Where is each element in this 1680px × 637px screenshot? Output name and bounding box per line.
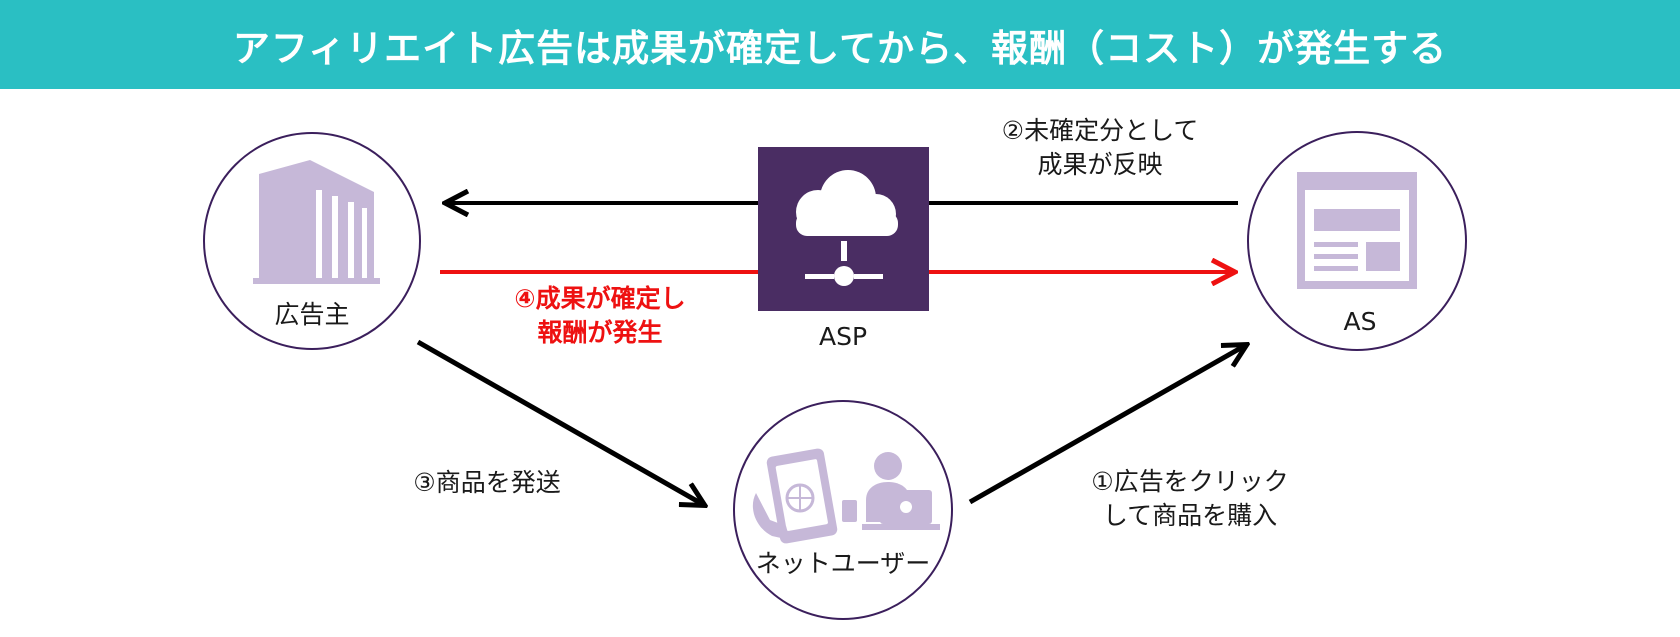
asp-node	[758, 147, 929, 311]
user-devices-icon	[752, 448, 940, 544]
header-banner: アフィリエイト広告は成果が確定してから、報酬（コスト）が発生する	[0, 0, 1680, 89]
page-title: アフィリエイト広告は成果が確定してから、報酬（コスト）が発生する	[232, 26, 1448, 70]
arrow-advertiser-to-user	[416, 339, 704, 505]
step4-label: ④成果が確定し 報酬が発生	[460, 282, 740, 350]
as-node	[1247, 131, 1467, 351]
step2-line1: ②未確定分として	[1001, 116, 1199, 145]
step3-line1: ③商品を発送	[413, 468, 561, 497]
step2-label: ②未確定分として 成果が反映	[960, 114, 1240, 182]
arrow-user-to-as	[968, 345, 1246, 505]
cloud-network-icon	[796, 170, 898, 286]
asp-label: ASP	[818, 322, 868, 351]
step4-line2: 報酬が発生	[537, 318, 663, 347]
as-label: AS	[1343, 307, 1377, 336]
user-label: ネットユーザー	[755, 549, 931, 578]
advertiser-node	[203, 132, 421, 350]
building-icon	[253, 160, 380, 284]
step2-line2: 成果が反映	[1037, 150, 1163, 179]
step1-line2: して商品を購入	[1102, 501, 1278, 530]
step4-line1: ④成果が確定し	[514, 284, 686, 313]
step3-label: ③商品を発送	[372, 466, 602, 500]
step1-label: ①広告をクリック して商品を購入	[1050, 465, 1330, 533]
user-node	[733, 400, 953, 620]
step1-line1: ①広告をクリック	[1091, 467, 1289, 496]
advertiser-label: 広告主	[274, 300, 350, 329]
webpage-icon	[1297, 172, 1417, 289]
